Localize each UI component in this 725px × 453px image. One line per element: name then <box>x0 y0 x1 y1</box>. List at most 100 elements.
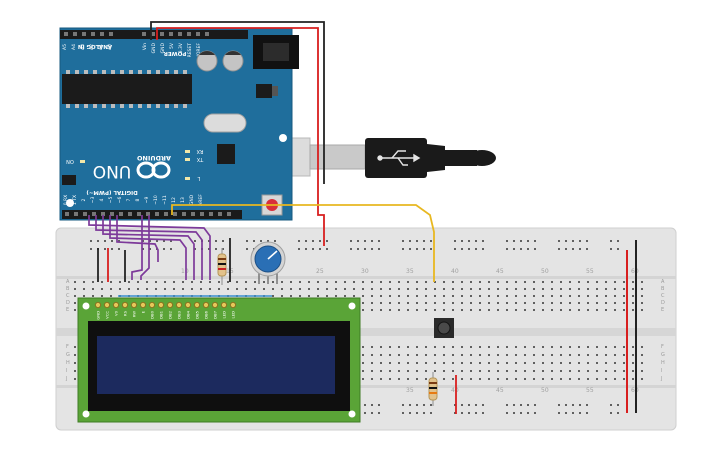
digital-pin-socket[interactable] <box>83 212 87 216</box>
power-pin-socket[interactable] <box>169 32 173 36</box>
digital-pin-socket[interactable] <box>155 212 159 216</box>
digital-pin-socket[interactable] <box>65 212 69 216</box>
wire-lcd-db7[interactable] <box>88 215 211 280</box>
breadboard-hole <box>305 248 307 250</box>
breadboard-hole <box>434 370 436 372</box>
breadboard-hole <box>74 302 76 304</box>
col-number-bottom-45: 45 <box>496 387 504 394</box>
power-pin-socket[interactable] <box>187 32 191 36</box>
lcd-pin <box>193 301 201 309</box>
breadboard-hole <box>461 370 463 372</box>
analog-pin-socket[interactable] <box>82 32 86 36</box>
digital-pin-socket[interactable] <box>200 212 204 216</box>
wire-lcd-extra[interactable] <box>116 215 159 262</box>
breadboard-hole <box>506 248 508 250</box>
top-header-pins[interactable] <box>64 32 209 36</box>
power-pin-socket[interactable] <box>205 32 209 36</box>
digital-pin-socket[interactable] <box>119 212 123 216</box>
breadboard-hole <box>425 346 427 348</box>
wires[interactable] <box>88 21 457 414</box>
breadboard-hole <box>461 412 463 414</box>
digital-pin-label: GND <box>189 194 195 205</box>
usb-cable[interactable] <box>257 137 496 178</box>
digital-pin-socket[interactable] <box>173 212 177 216</box>
col-number-50: 50 <box>541 268 549 275</box>
analog-pin-socket[interactable] <box>64 32 68 36</box>
purple-data-wires[interactable] <box>88 215 211 280</box>
power-pin-socket[interactable] <box>151 32 155 36</box>
breadboard-hole <box>267 240 269 242</box>
breadboard-hole <box>308 295 310 297</box>
analog-pin-socket[interactable] <box>100 32 104 36</box>
breadboard-hole <box>587 309 589 311</box>
digital-pin-label: 12 <box>171 197 177 203</box>
breadboard-hole <box>155 281 157 283</box>
breadboard-hole <box>281 281 283 283</box>
potentiometer[interactable] <box>250 241 286 284</box>
breadboard-hole <box>398 302 400 304</box>
digital-pin-socket[interactable] <box>101 212 105 216</box>
digital-pin-socket[interactable] <box>164 212 168 216</box>
breadboard-hole <box>402 404 404 406</box>
col-number-30: 30 <box>361 268 369 275</box>
breadboard-hole <box>614 362 616 364</box>
breadboard-hole <box>215 240 217 242</box>
usb-interface-chip <box>217 144 235 164</box>
lcd-pin <box>211 301 219 309</box>
digital-pin-socket[interactable] <box>110 212 114 216</box>
analog-pin-socket[interactable] <box>73 32 77 36</box>
power-pin-socket[interactable] <box>196 32 200 36</box>
digital-pin-socket[interactable] <box>92 212 96 216</box>
breadboard-hole <box>524 295 526 297</box>
wire-lcd-db5[interactable] <box>102 215 195 280</box>
digital-pin-socket[interactable] <box>128 212 132 216</box>
breadboard-hole <box>362 295 364 297</box>
breadboard-hole <box>569 302 571 304</box>
digital-pin-socket[interactable] <box>137 212 141 216</box>
row-label-f: F <box>66 344 69 350</box>
breadboard-hole <box>308 288 310 290</box>
resistor-backlight[interactable] <box>217 248 227 285</box>
breadboard-hole <box>74 378 76 380</box>
power-pin-socket[interactable] <box>160 32 164 36</box>
wire-button-yellow[interactable] <box>171 204 435 282</box>
wire-gnd-black[interactable] <box>150 21 325 184</box>
digital-pin-socket[interactable] <box>209 212 213 216</box>
lcd-pin-label: DB4 <box>186 310 191 319</box>
wire-5v-red[interactable] <box>156 27 325 246</box>
digital-pin-socket[interactable] <box>227 212 231 216</box>
digital-header-pins[interactable] <box>65 212 231 216</box>
breadboard-hole <box>533 302 535 304</box>
breadboard-hole <box>416 412 418 414</box>
push-button-cap[interactable] <box>437 321 451 335</box>
breadboard-hole <box>312 240 314 242</box>
analog-pin-socket[interactable] <box>91 32 95 36</box>
power-pin-socket[interactable] <box>178 32 182 36</box>
push-button[interactable] <box>434 318 454 338</box>
wire-lcd-rs[interactable] <box>140 215 150 280</box>
wire-lcd-db6[interactable] <box>95 215 203 280</box>
breadboard-hole <box>389 354 391 356</box>
breadboard-hole <box>452 378 454 380</box>
digital-pin-label: 8 <box>135 198 141 201</box>
row-label-d-right: D <box>661 300 665 306</box>
digital-pin-socket[interactable] <box>191 212 195 216</box>
lcd-mount-hole <box>82 302 90 310</box>
breadboard-hole <box>551 362 553 364</box>
breadboard-hole <box>452 309 454 311</box>
digital-pin-socket[interactable] <box>146 212 150 216</box>
breadboard-hole <box>515 346 517 348</box>
digital-pin-socket[interactable] <box>218 212 222 216</box>
breadboard-hole <box>497 354 499 356</box>
analog-pin-socket[interactable] <box>109 32 113 36</box>
breadboard-hole <box>614 378 616 380</box>
digital-pin-socket[interactable] <box>74 212 78 216</box>
digital-pin-socket[interactable] <box>182 212 186 216</box>
wire-lcd-db4[interactable] <box>109 215 187 280</box>
resistor-band <box>429 387 437 389</box>
resistor-pulldown[interactable] <box>428 372 438 406</box>
power-pin-socket[interactable] <box>142 32 146 36</box>
breadboard-hole <box>74 295 76 297</box>
